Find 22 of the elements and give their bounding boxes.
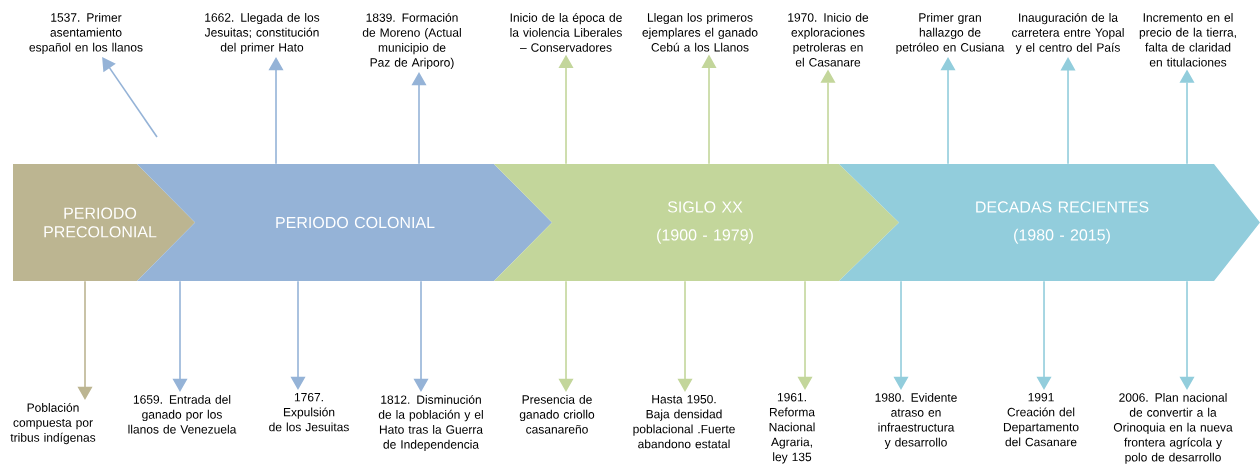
event-text: 1980. Evidente atraso en infraestructura y desarrollo	[875, 392, 957, 449]
event-text: 1812. Disminución de la población y el Hato tras la Guerra de Independencia	[378, 394, 483, 452]
event-text: Hasta 1950. Baja densidad poblacional .Fuerte abandono estatal	[633, 394, 735, 449]
event-text: 1961. Reforma Nacional Agraria, ley 135	[769, 392, 815, 464]
event-text: Llegan los primeros ejemplares el ganado Cebú a los Llanos	[642, 12, 758, 52]
event-text: 2006. Plan nacional de convertir a la Orinoquia en la nueva frontera agrícola y polo de desarrollo	[1113, 392, 1233, 464]
event-text: Presencia de ganado criollo casanareño	[519, 394, 595, 434]
event-text: Inauguración de la carretera entre Yopal y el centro del País	[1012, 12, 1124, 55]
event-text: 1662. Llegada de los Jesuitas; constitución del primer Hato	[204, 12, 320, 54]
event-text: 1991 Creación del Departamento del Casanare	[1003, 392, 1079, 447]
event-text: Incremento en el precio de la tierra, falta de claridad en titulaciones	[1139, 12, 1236, 67]
event-text: 1970. Inicio de exploraciones petroleras en el Casanare	[788, 12, 869, 67]
event-text: 1537. Primer asentamiento español en los llanos	[29, 12, 143, 54]
event-text: 1839. Formación de Moreno (Actual municipio de Paz de Ariporo)	[362, 12, 461, 70]
event-text: 1767. Expulsión de los Jesuitas	[269, 392, 349, 432]
event-text: Primer gran hallazgo de petróleo en Cusiana	[896, 12, 1005, 54]
event-text: Población compuesta por tribus indígenas	[10, 402, 96, 445]
event-text: Inicio de la época de la violencia Liberales – Conservadores	[510, 12, 622, 52]
chevron-band: PERIODO PRECOLONIAL	[13, 164, 195, 281]
chevron-band: SIGLO XX (1900 - 1979)	[494, 164, 899, 281]
event-text: 1659. Entrada del ganado por los llanos de Venezuela	[128, 394, 237, 434]
chevron-band: DECADAS RECIENTES (1980 - 2015)	[839, 164, 1260, 281]
